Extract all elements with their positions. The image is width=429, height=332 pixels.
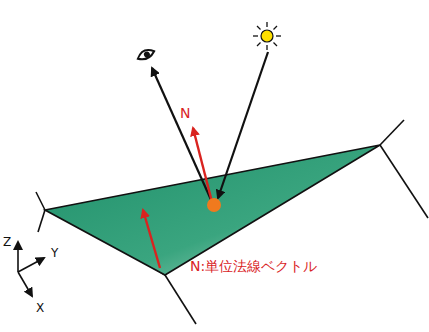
shading-point <box>207 198 221 212</box>
normal-label: N <box>180 106 190 120</box>
normal-vector <box>193 128 212 202</box>
axis-label: Y <box>51 247 58 259</box>
eye-icon <box>136 47 156 62</box>
mesh-edges <box>36 120 428 324</box>
axis-label: Z <box>3 236 11 248</box>
axis-triad <box>18 242 44 296</box>
light-vector <box>218 52 268 198</box>
polygon-face <box>45 145 380 275</box>
caption-label: N:単位法線ベクトル <box>190 259 317 273</box>
axis-label: X <box>36 302 44 314</box>
sun-icon <box>253 22 281 50</box>
normal-vector <box>143 210 160 268</box>
view-vector <box>152 68 212 202</box>
